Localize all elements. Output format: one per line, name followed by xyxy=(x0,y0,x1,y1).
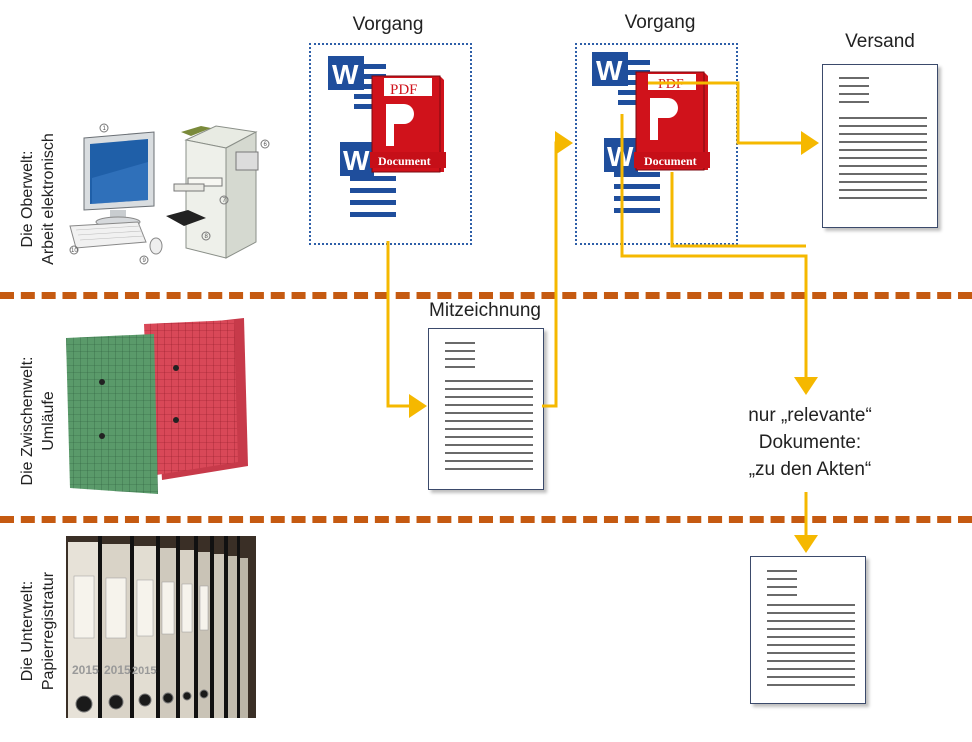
vorgang-1-title: Vorgang xyxy=(352,14,424,35)
pdf-caption-2: Document xyxy=(644,154,697,168)
relevant-line3: „zu den Akten“ xyxy=(748,459,872,480)
binder-year-2: 2015 xyxy=(104,663,131,677)
divider-upper xyxy=(0,292,972,299)
row-label-top-line2: Arbeit elektronisch xyxy=(40,133,57,265)
circulation-folders-illustration xyxy=(66,316,252,496)
relevant-line1: nur „relevante“ xyxy=(748,405,872,426)
svg-text:6: 6 xyxy=(264,142,268,148)
vorgang-2-files: W W PDF Document xyxy=(588,52,718,224)
row-label-top: Die Oberwelt: Arbeit elektronisch xyxy=(17,99,59,299)
pdf-caption-1: Document xyxy=(378,154,431,168)
row-label-middle-line1: Die Zwischenwelt: xyxy=(19,356,36,486)
versand-document xyxy=(822,64,938,228)
word-letter-4: W xyxy=(607,141,634,172)
pdf-icon: PDF Document xyxy=(634,71,710,171)
mitzeichnung-title: Mitzeichnung xyxy=(429,300,541,321)
svg-text:7: 7 xyxy=(223,198,227,204)
word-letter-2: W xyxy=(343,145,370,176)
row-label-middle-line2: Umläufe xyxy=(40,391,57,451)
binder-year-3: 2015 xyxy=(132,665,156,677)
arrow-vorgang1-to-mitzeichnung xyxy=(386,241,427,418)
archive-document xyxy=(750,556,866,704)
relevant-line2: Dokumente: xyxy=(758,432,862,453)
svg-text:9: 9 xyxy=(143,258,147,264)
svg-text:8: 8 xyxy=(205,234,209,240)
word-letter-3: W xyxy=(596,55,623,86)
word-letter-1: W xyxy=(332,59,359,90)
relevant-documents-note: nur „relevante“ Dokumente: „zu den Akten… xyxy=(720,402,900,483)
pdf-label-2: PDF xyxy=(658,77,684,92)
vorgang-2-title: Vorgang xyxy=(624,12,696,33)
row-label-bottom-line1: Die Unterwelt: xyxy=(19,580,36,682)
computer-illustration: 1 6 7 8 10 9 xyxy=(66,118,276,268)
row-label-middle: Die Zwischenwelt: Umläufe xyxy=(17,321,59,521)
svg-text:10: 10 xyxy=(71,248,78,254)
arrow-mitzeichnung-to-vorgang2 xyxy=(542,131,573,408)
divider-lower xyxy=(0,516,972,523)
mitzeichnung-document xyxy=(428,328,544,490)
svg-text:1: 1 xyxy=(103,126,107,132)
row-label-bottom-line2: Papierregistratur xyxy=(40,571,57,691)
row-label-top-line1: Die Oberwelt: xyxy=(19,150,36,248)
row-label-bottom: Die Unterwelt: Papierregistratur xyxy=(17,531,59,731)
pdf-label-1: PDF xyxy=(390,82,418,98)
versand-title: Versand xyxy=(845,31,915,52)
binder-year-1: 2015 xyxy=(72,663,99,677)
vorgang-1-files: W W PDF Document xyxy=(324,56,454,226)
binders-photo: 2015 2015 2015 xyxy=(66,536,256,718)
pdf-icon: PDF Document xyxy=(370,75,446,173)
